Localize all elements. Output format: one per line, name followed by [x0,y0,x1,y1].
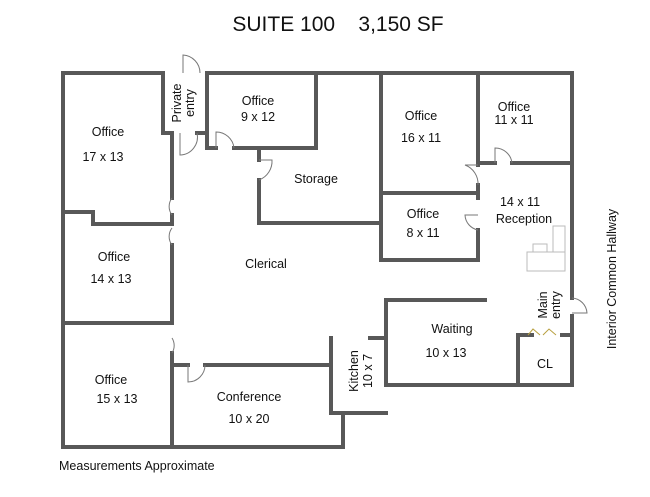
room-name: Office [98,250,130,264]
room-name: Conference [217,390,282,404]
room-size: 9 x 12 [241,110,275,124]
room-size: 10 x 20 [228,412,269,426]
walls [61,71,574,449]
room-name: Private [170,84,184,123]
room-name: Kitchen [347,350,361,392]
room-name: Office [242,94,274,108]
room-name: Waiting [431,322,472,336]
room-name: Office [498,100,530,114]
room-size: 11 x 11 [494,113,533,127]
room-size: 14 x 11 [500,195,540,209]
room-size: 8 x 11 [406,226,439,240]
room-name: Storage [294,172,338,186]
hallway-label: Interior Common Hallway [605,208,619,349]
door-swings [168,54,588,383]
room-name: Office [407,207,439,221]
room-size: 10 x 7 [361,354,375,388]
room-name: Main [536,291,550,318]
room-size: 15 x 13 [96,392,137,406]
room-size: entry [549,290,563,319]
room-size: 17 x 13 [82,150,123,164]
room-size: 10 x 13 [425,346,466,360]
measurements-note: Measurements Approximate [59,459,215,473]
room-name: Office [95,373,127,387]
room-size: 16 x 11 [401,131,441,145]
room-name: Reception [496,212,552,226]
room-name: Clerical [245,257,287,271]
room-size: entry [183,88,197,117]
room-size: 14 x 13 [90,272,131,286]
room-name: CL [537,357,553,371]
room-name: Office [92,125,124,139]
room-name: Office [405,109,437,123]
reception-desk [526,225,566,272]
suite-title: SUITE 100 3,150 SF [232,13,443,36]
